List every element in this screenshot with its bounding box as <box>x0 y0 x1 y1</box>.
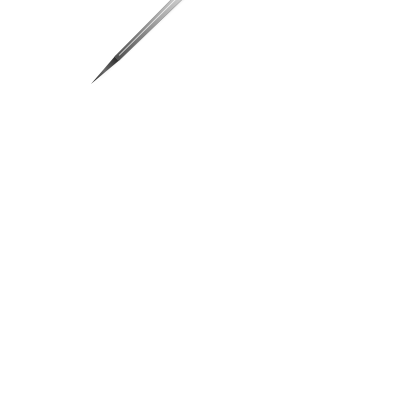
tool-shadow <box>93 0 295 85</box>
tool-shaft <box>114 0 289 62</box>
shaft-highlight <box>118 0 283 56</box>
tool-tip <box>91 55 121 84</box>
